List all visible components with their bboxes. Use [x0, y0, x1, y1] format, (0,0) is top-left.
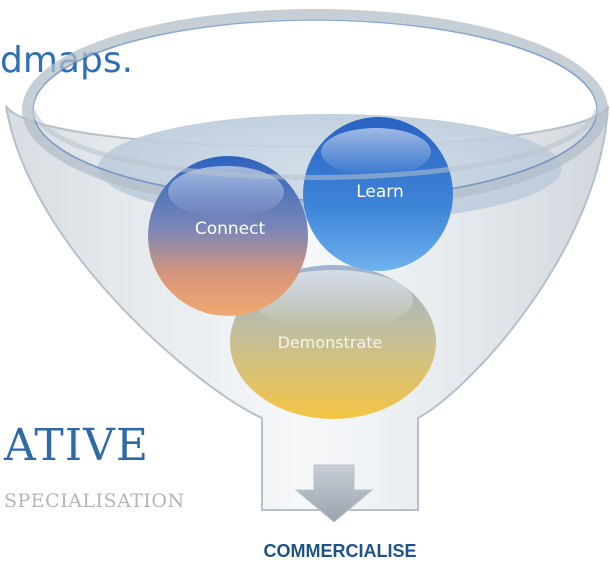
background-heading-fragment: ATIVE — [4, 420, 149, 471]
connect-ball-shine — [168, 166, 284, 218]
stage-label-learn: Learn — [356, 182, 404, 202]
funnel-rim-front — [30, 109, 600, 180]
down-arrow-icon — [294, 464, 374, 523]
stage-label-demonstrate: Demonstrate — [277, 333, 383, 352]
background-subheading-fragment: SPECIALISATION — [4, 490, 185, 512]
demonstrate-ball-shine — [253, 270, 413, 330]
learn-ball-shine — [321, 128, 431, 176]
funnel-output-label: COMMERCIALISE — [263, 541, 417, 561]
stage-label-connect: Connect — [194, 219, 266, 239]
